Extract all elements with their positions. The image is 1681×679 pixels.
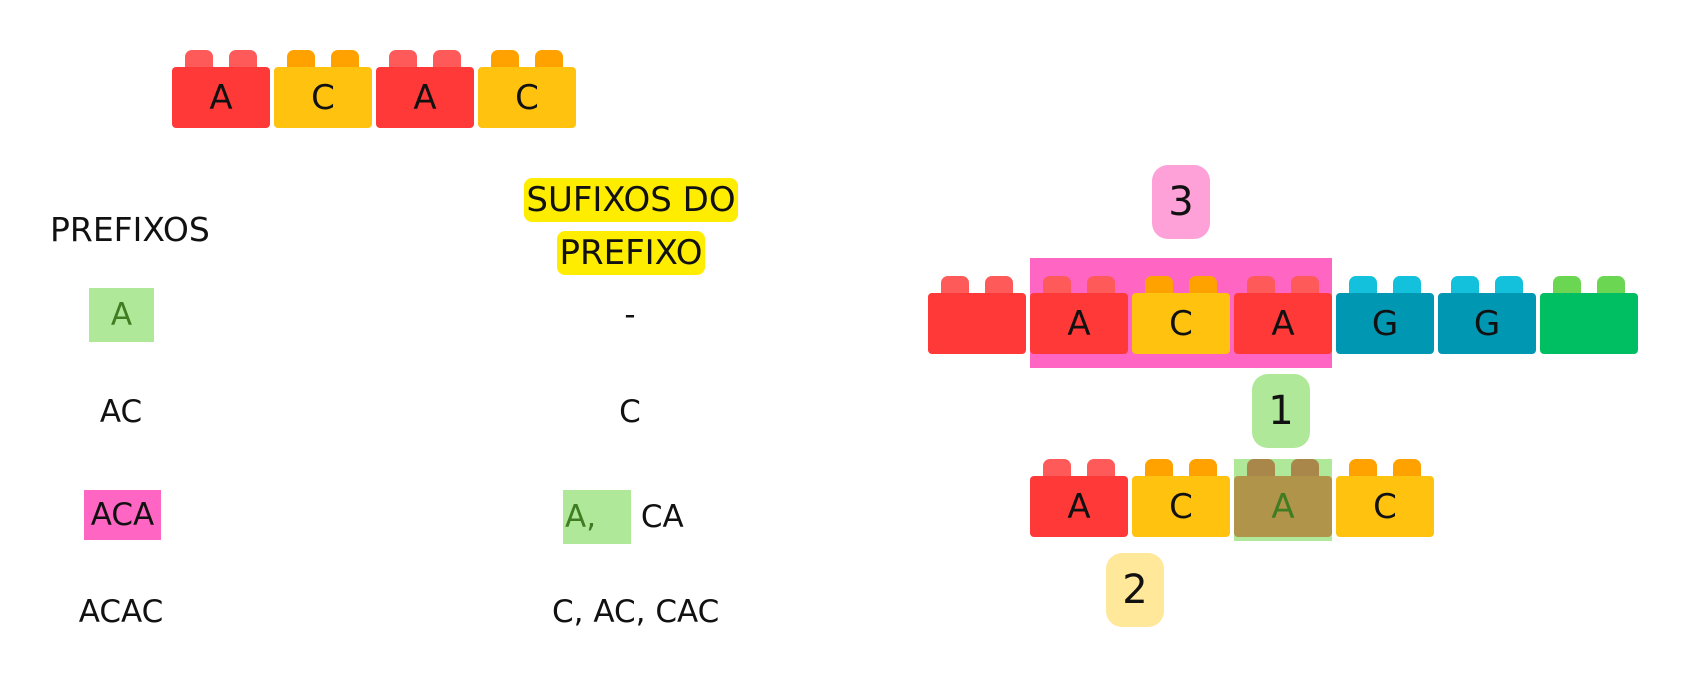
- brick-letter: C: [1132, 293, 1230, 354]
- brick-letter: C: [478, 67, 576, 128]
- suffix-rest: CA: [631, 499, 684, 535]
- brick-letter: C: [274, 67, 372, 128]
- brick-red: A: [376, 50, 474, 128]
- brick-red: A: [1030, 276, 1128, 354]
- brick-letter: [1540, 293, 1638, 354]
- badge-2: 2: [1106, 553, 1164, 627]
- brick-letter: A: [1030, 293, 1128, 354]
- badge-3: 3: [1152, 165, 1210, 239]
- suffix-item: C: [619, 394, 641, 430]
- brick-teal: G: [1336, 276, 1434, 354]
- badge-3-label: 3: [1168, 179, 1194, 225]
- brick-letter: A: [1234, 293, 1332, 354]
- suffix-item: -: [624, 297, 636, 333]
- brick-yellow: C: [274, 50, 372, 128]
- brick-mismatch: A: [1234, 459, 1332, 537]
- brick-letter: [928, 293, 1026, 354]
- brick-yellow: C: [1336, 459, 1434, 537]
- brick-letter: G: [1438, 293, 1536, 354]
- suffixes-heading: SUFIXOS DO PREFIXO: [516, 174, 746, 280]
- prefix-item: ACAC: [78, 594, 164, 630]
- brick-red: A: [1234, 276, 1332, 354]
- brick-letter: C: [1336, 476, 1434, 537]
- badge-2-label: 2: [1122, 567, 1148, 613]
- brick-yellow: C: [478, 50, 576, 128]
- brick-letter: G: [1336, 293, 1434, 354]
- suffix-highlight: A,: [563, 490, 631, 544]
- prefix-item: AC: [99, 394, 143, 430]
- brick-red: A: [1030, 459, 1128, 537]
- suffix-item: A, CA: [563, 490, 684, 544]
- badge-1: 1: [1252, 374, 1310, 448]
- brick-letter: A: [1234, 476, 1332, 537]
- brick-red: [928, 276, 1026, 354]
- badge-1-label: 1: [1268, 388, 1294, 434]
- suffix-item: C, AC, CAC: [552, 594, 720, 630]
- brick-yellow: C: [1132, 459, 1230, 537]
- brick-red: A: [172, 50, 270, 128]
- brick-teal: G: [1438, 276, 1536, 354]
- prefix-item: A: [89, 288, 154, 342]
- brick-letter: A: [172, 67, 270, 128]
- prefix-item: ACA: [84, 490, 161, 540]
- brick-letter: C: [1132, 476, 1230, 537]
- brick-letter: A: [376, 67, 474, 128]
- brick-green: [1540, 276, 1638, 354]
- brick-letter: A: [1030, 476, 1128, 537]
- prefixes-heading: PREFIXOS: [50, 210, 210, 249]
- suffixes-heading-text: SUFIXOS DO PREFIXO: [524, 178, 738, 275]
- brick-yellow: C: [1132, 276, 1230, 354]
